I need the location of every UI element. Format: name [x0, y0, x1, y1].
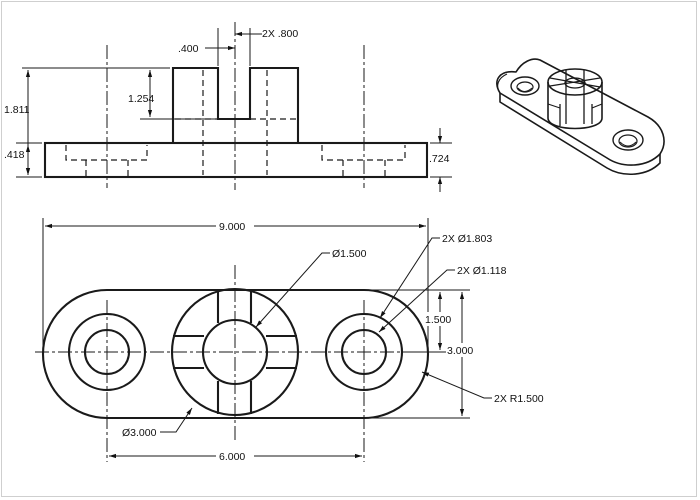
iso-hole-right-inner — [618, 134, 638, 148]
dim-center-hole: Ø1.500 — [332, 248, 367, 260]
leader-center-hole — [255, 252, 330, 328]
iso-boss-slot-b — [549, 77, 601, 88]
dim-boss-height: 1.254 — [128, 93, 154, 105]
iso-view — [496, 58, 665, 175]
dim-width: 3.000 — [447, 345, 473, 357]
leader-end-radius — [421, 371, 492, 399]
front-view: .400 2X .800 1.811 1.254 .418 .724 — [4, 22, 452, 192]
dim-overall-height: 1.811 — [4, 104, 30, 116]
iso-hole-left-inner — [516, 81, 534, 93]
dim-slot-width: 2X .800 — [262, 28, 298, 40]
iso-boss-slot-side — [559, 95, 593, 126]
leader-boss-dia — [160, 407, 193, 433]
iso-boss-top — [547, 68, 603, 96]
iso-base-top — [496, 58, 665, 166]
dim-slot-offset: .400 — [178, 43, 199, 55]
dim-base-height: .418 — [4, 149, 25, 161]
leader-bore-small — [378, 269, 455, 333]
iso-base-side-left — [497, 73, 508, 94]
front-hidden-counterbore-right — [321, 145, 406, 161]
iso-hole-right-outer — [612, 129, 644, 151]
iso-hole-left-outer — [510, 76, 540, 96]
dim-bore-small: 2X Ø1.118 — [457, 265, 507, 277]
iso-boss-body — [547, 82, 603, 130]
dim-overall-length: 9.000 — [219, 221, 245, 233]
top-view: 9.000 Ø1.500 2X Ø1.803 2X Ø1.118 1.500 3… — [35, 218, 544, 463]
iso-base-side — [499, 93, 661, 175]
dim-end-radius: 2X R1.500 — [494, 393, 544, 405]
dim-hole-spacing: 6.000 — [219, 451, 245, 463]
dim-base-right: .724 — [429, 153, 450, 165]
dim-bore-large: 2X Ø1.803 — [442, 233, 492, 245]
dim-half-width: 1.500 — [425, 314, 451, 326]
front-base-plate — [43, 141, 429, 179]
iso-boss-bore — [564, 77, 586, 89]
iso-boss-slot-a — [565, 70, 585, 95]
dim-boss-dia: Ø3.000 — [122, 427, 157, 439]
front-boss-outline — [171, 66, 300, 143]
leader-bore-large — [379, 237, 440, 319]
